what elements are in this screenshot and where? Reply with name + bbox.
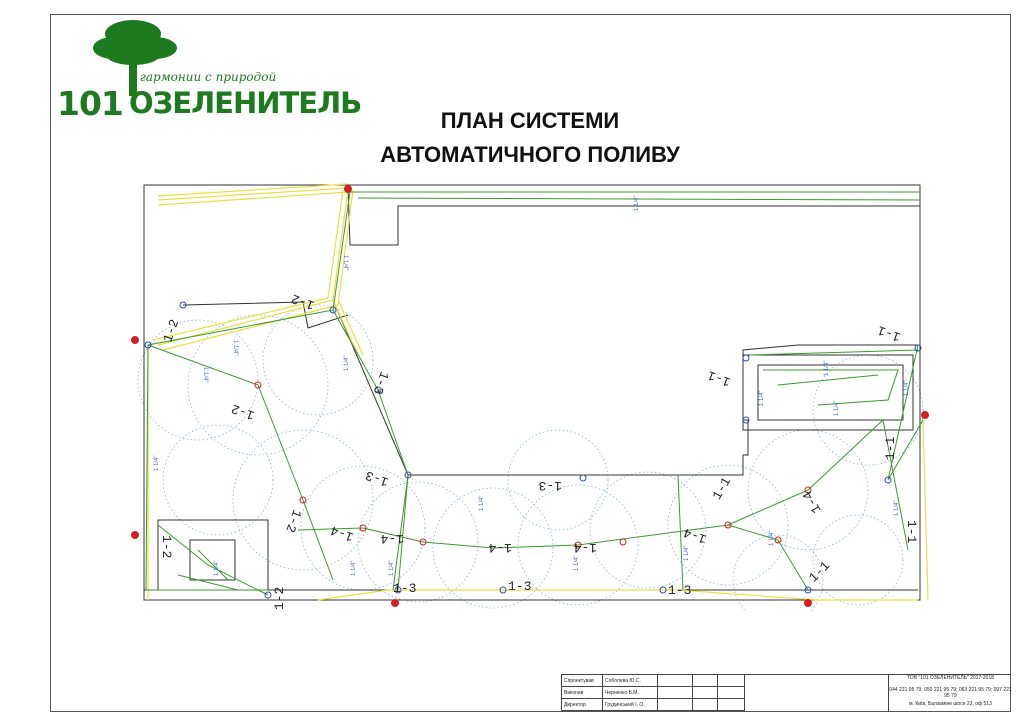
pipe-size-18: 1 1/4" xyxy=(759,391,765,406)
zone-labels: 1-2 1-2 1-2 1-3 1-3 1-3 1-3 1-3 1-3 1-2 … xyxy=(159,291,919,610)
stamp-company: ТОВ "101 ОЗЕЛЕНИТЕЛЬ" 2017-2018 xyxy=(906,675,995,681)
pipe-size-1: 1 1/4" xyxy=(634,196,640,211)
zone-label-1-2e: 1-2 xyxy=(159,535,174,558)
stamp-role-1: Спроектував xyxy=(561,674,603,687)
title-block: Спроектував Соболева Ю.С. Виконав Чернен… xyxy=(561,674,1012,712)
plan-title-line1: ПЛАН СИСТЕМИ xyxy=(440,108,620,133)
pipe-size-16: 1 1/4" xyxy=(894,501,900,516)
logo-slogan: в гармонии с природой xyxy=(129,70,277,84)
logo-number: 101 xyxy=(57,84,124,123)
zone-label-1-2d: 1-2 xyxy=(282,507,304,534)
zone-label-1-2a: 1-2 xyxy=(289,291,316,313)
pipe-size-17: 1 1/4" xyxy=(214,561,220,576)
pipe-size-7: 1 1/4" xyxy=(351,561,357,576)
pipe-size-12: 1 1/4" xyxy=(769,531,775,546)
pipe-size-13: 1 1/4" xyxy=(824,361,830,376)
valve-icons xyxy=(131,185,929,607)
zone-label-1-1b: 1-1 xyxy=(705,367,732,389)
pipe-size-labels: 1 1/4" 1 1/4" 1 1/4" 1 1/4" 1 1/4" 1 1/4… xyxy=(154,196,910,576)
pipe-size-14: 1 1/4" xyxy=(834,401,840,416)
plan-title-line2: АВТОМАТИЧНОГО ПОЛИВУ xyxy=(380,142,680,167)
pipe-size-9: 1 1/4" xyxy=(479,496,485,511)
zone-label-1-3e: 1-3 xyxy=(508,579,531,594)
site-outline xyxy=(143,184,921,601)
sprinkler-nodes xyxy=(131,185,929,607)
zone-label-1-3b: 1-3 xyxy=(364,467,391,489)
title-block-border xyxy=(561,674,1011,675)
zone-label-1-1f: 1-1 xyxy=(806,558,833,585)
stamp-role-3: Директор xyxy=(561,698,603,711)
pipe-size-5: 1 1/4" xyxy=(154,456,160,471)
pipe-size-11: 1 1/4" xyxy=(684,546,690,561)
pipe-size-8: 1 1/4" xyxy=(389,561,395,576)
pipe-size-3: 1 1/4" xyxy=(232,340,238,355)
supply-lines xyxy=(147,183,929,601)
stamp-role-2: Виконав xyxy=(561,686,603,699)
zone-label-1-1c: 1-1 xyxy=(875,322,902,344)
stamp-company-block: ТОВ "101 ОЗЕЛЕНИТЕЛЬ" 2017-2018 044 221 … xyxy=(888,674,1012,712)
stamp-name-2: Черненко Б.М. xyxy=(602,686,658,699)
stamp-phones: 044 221 95 79; 050 221 95 79; 063 221 95… xyxy=(889,687,1012,699)
zone-label-1-4a: 1-4 xyxy=(328,522,355,544)
zone-label-1-3c: 1-3 xyxy=(539,478,562,493)
zone-label-1-4d: 1-4 xyxy=(573,540,597,555)
drawing-frame xyxy=(50,14,1011,712)
stamp-name-1: Соболева Ю.С. xyxy=(602,674,658,687)
zone-label-1-2b: 1-2 xyxy=(160,317,182,344)
pipe-size-15: 1 1/4" xyxy=(904,381,910,396)
zone-label-1-4c: 1-4 xyxy=(488,540,512,555)
pipe-size-4: 1 1/4" xyxy=(202,367,208,382)
zone-label-1-4b: 1-4 xyxy=(380,531,404,546)
pipe-lines xyxy=(145,191,924,596)
irrigation-plan: 1-2 1-2 1-2 1-3 1-3 1-3 1-3 1-3 1-3 1-2 … xyxy=(131,183,929,612)
pipe-size-6: 1 1/4" xyxy=(344,356,350,371)
company-logo: в гармонии с природой 101 ОЗЕЛЕНИТЕЛЬ xyxy=(55,16,362,123)
stamp-address: м. Київ, Балзаміне шосе 23, оф 513 xyxy=(909,701,992,707)
logo-name: ОЗЕЛЕНИТЕЛЬ xyxy=(129,86,362,120)
spray-coverage xyxy=(137,304,924,612)
zone-label-1-2c: 1-2 xyxy=(229,401,256,423)
zone-label-1-3f: 1-3 xyxy=(668,583,691,598)
pipe-size-2: 1 1/4" xyxy=(342,255,348,270)
zone-label-1-3a: 1-3 xyxy=(370,369,392,396)
plan-title: ПЛАН СИСТЕМИ АВТОМАТИЧНОГО ПОЛИВУ xyxy=(330,104,730,172)
zone-label-1-1e: 1-1 xyxy=(904,520,919,544)
stamp-name-3: Грудинський І. О. xyxy=(602,698,658,711)
zone-label-1-2f: 1-2 xyxy=(272,587,287,610)
zone-label-1-3d: 1-3 xyxy=(393,581,416,596)
title-block-table: Спроектував Соболева Ю.С. Виконав Чернен… xyxy=(561,674,745,711)
pipe-size-10: 1 1/4" xyxy=(574,556,580,571)
zone-label-1-1a: 1-1 xyxy=(709,474,734,502)
tree-icon xyxy=(93,20,177,96)
zone-label-1-1d: 1-1 xyxy=(883,436,898,460)
